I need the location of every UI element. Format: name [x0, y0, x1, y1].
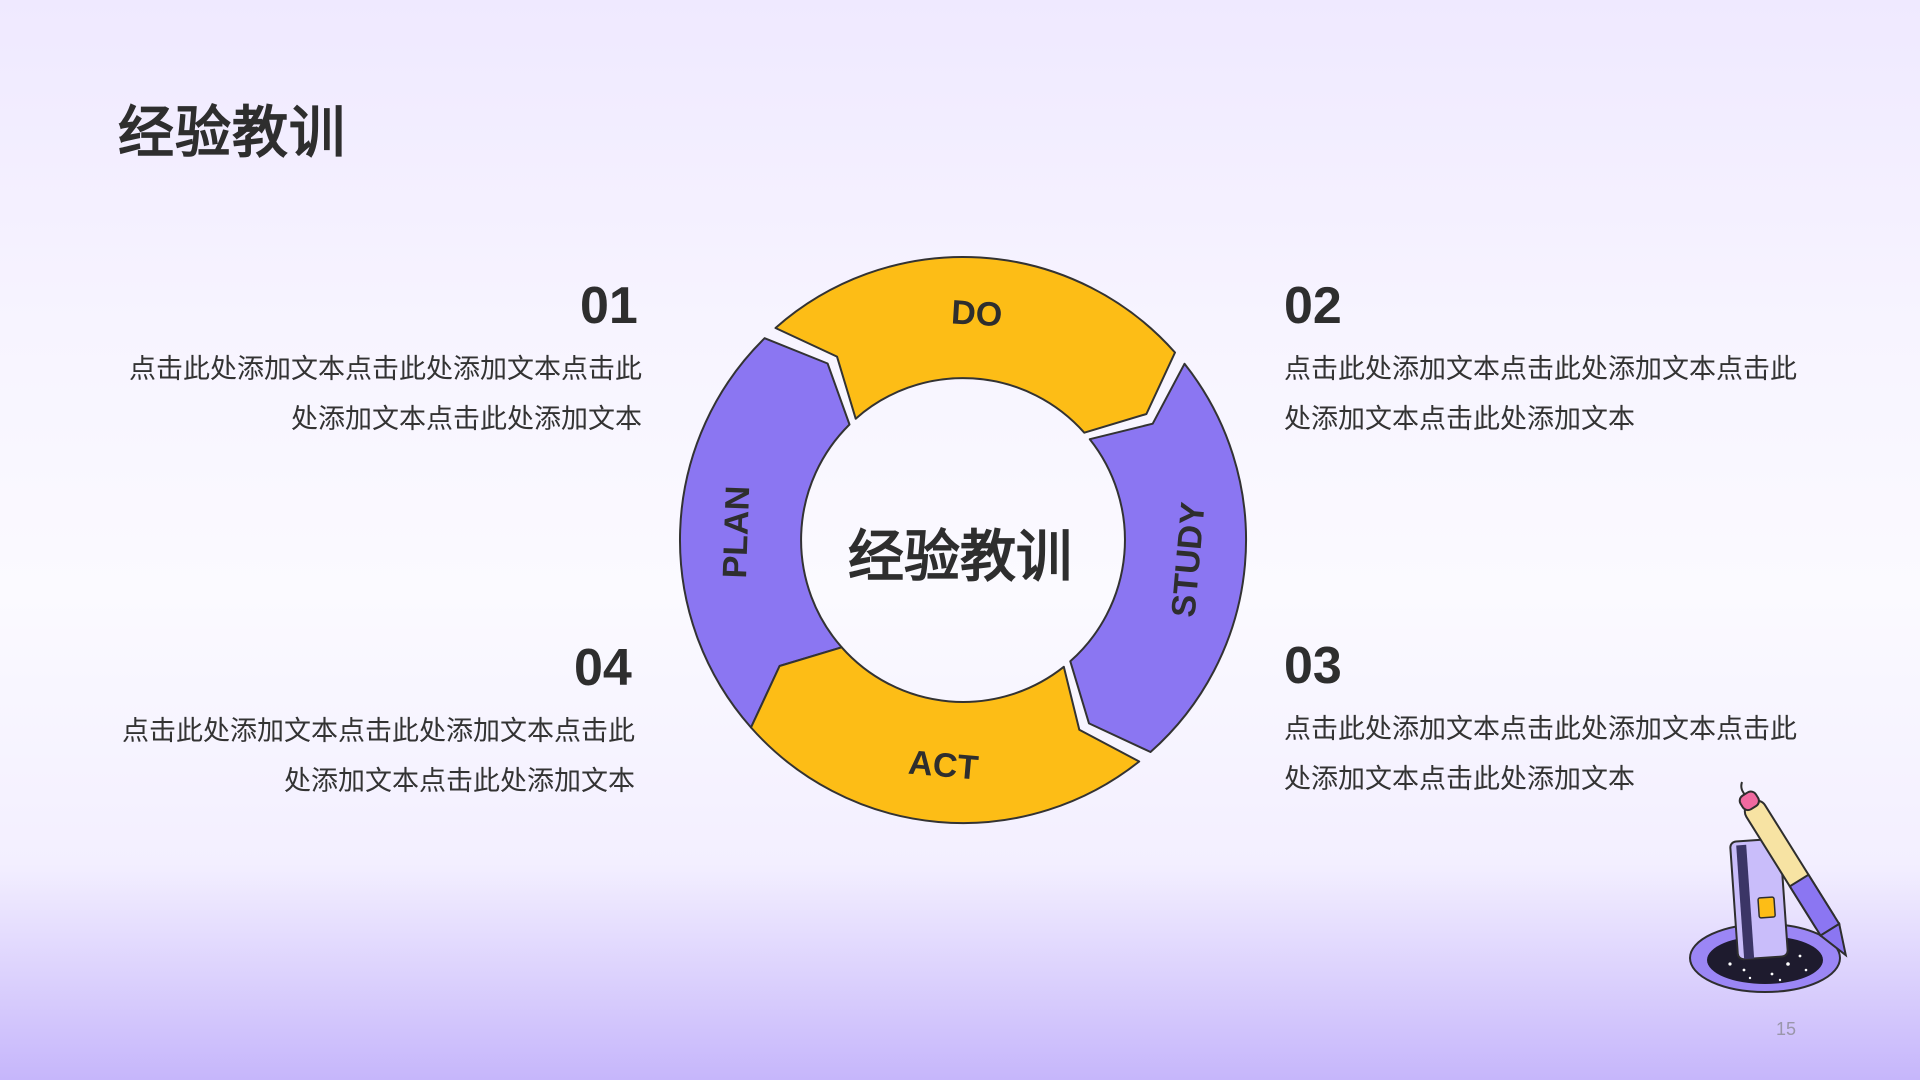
credit-card-pen-hole-illustration	[1689, 781, 1848, 993]
item-text-01[interactable]: 点击此处添加文本点击此处添加文本点击此处添加文本点击此处添加文本	[129, 354, 642, 435]
item-text-04[interactable]: 点击此处添加文本点击此处添加文本点击此处添加文本点击此处添加文本	[122, 716, 635, 797]
item-text-02[interactable]: 点击此处添加文本点击此处添加文本点击此处添加文本点击此处添加文本	[1284, 354, 1797, 435]
item-number-04: 04	[574, 639, 632, 697]
cycle-segment-study	[1069, 362, 1248, 753]
cycle-label-do: DO	[950, 293, 1003, 334]
item-number-02: 02	[1284, 277, 1342, 335]
item-number-01: 01	[580, 277, 638, 335]
cycle-segment-do	[774, 255, 1176, 434]
cycle-center-label: 经验教训	[848, 525, 1072, 590]
cycle-segment-act	[750, 646, 1141, 825]
cycle-label-plan: PLAN	[716, 485, 757, 579]
item-text-03[interactable]: 点击此处添加文本点击此处添加文本点击此处添加文本点击此处添加文本	[1284, 714, 1797, 795]
cycle-segment-plan	[679, 337, 851, 729]
page-number: 15	[1776, 1019, 1797, 1039]
cycle-label-act: ACT	[907, 744, 980, 788]
item-number-03: 03	[1284, 637, 1342, 695]
page-title: 经验教训	[118, 101, 346, 166]
